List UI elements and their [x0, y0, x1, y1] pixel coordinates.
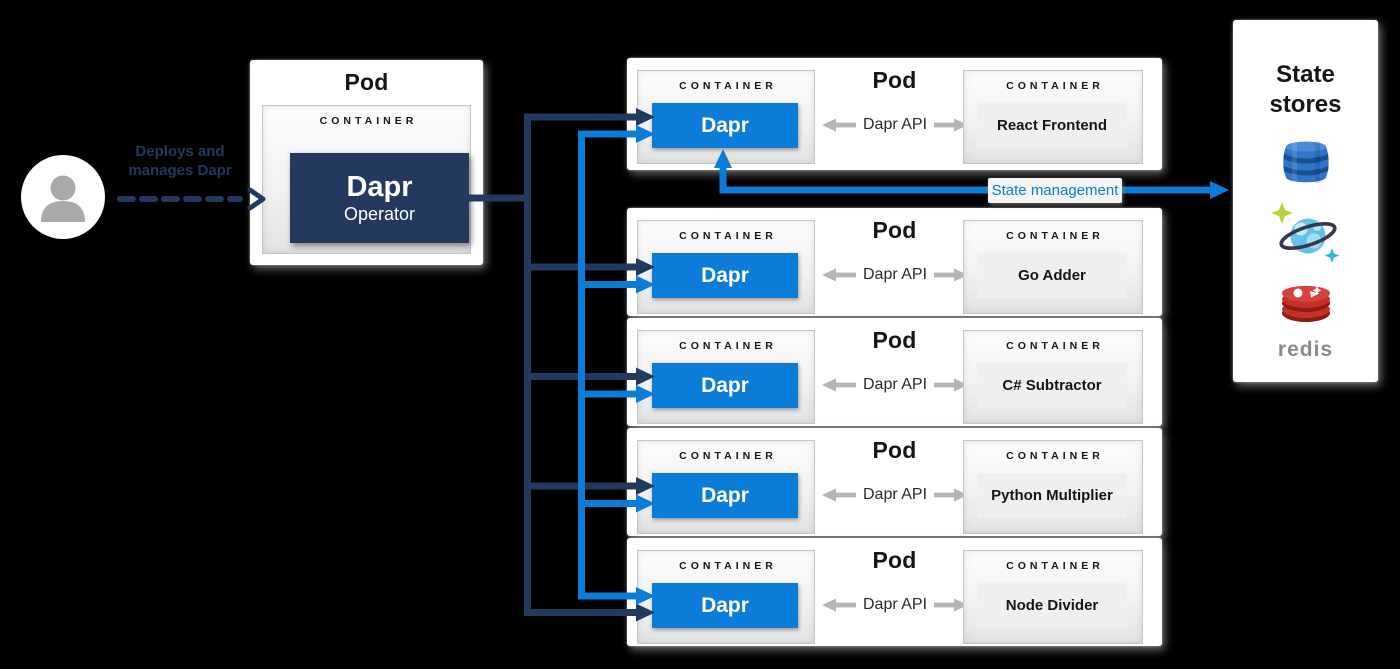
dapr-api-label: Dapr API: [862, 116, 928, 133]
operator-container-box: CONTAINER Dapr Operator: [262, 105, 471, 254]
actor-caption-line1: Deploys and: [135, 143, 225, 160]
app-box: Go Adder: [977, 253, 1127, 298]
pod-title: Pod: [872, 547, 917, 573]
app-box: C# Subtractor: [977, 363, 1127, 408]
dapr-api-right-arrow-icon: [934, 118, 969, 132]
container-label: CONTAINER: [1006, 560, 1104, 572]
dapr-container-box: CONTAINER Dapr: [637, 330, 815, 424]
operator-pod: Pod CONTAINER Dapr Operator: [250, 60, 483, 265]
dapr-sidecar-box: Dapr: [652, 583, 798, 628]
pod-csharp-subtractor: Pod CONTAINER Dapr Dapr API CONTAINER C#…: [627, 318, 1162, 426]
dapr-sidecar-box: Dapr: [652, 103, 798, 148]
dapr-container-box: CONTAINER Dapr: [637, 440, 815, 534]
dapr-api-label: Dapr API: [862, 596, 928, 613]
dapr-api-left-arrow-icon: [821, 598, 856, 612]
container-label: CONTAINER: [1006, 340, 1104, 352]
cosmosdb-icon: [1270, 202, 1339, 263]
pod-title: Pod: [872, 67, 917, 93]
dapr-api-label: Dapr API: [862, 266, 928, 283]
container-label: CONTAINER: [679, 450, 777, 462]
dapr-container-box: CONTAINER Dapr: [637, 70, 815, 164]
dapr-api-row: Dapr API: [817, 481, 973, 509]
pod-node-divider: Pod CONTAINER Dapr Dapr API CONTAINER No…: [627, 538, 1162, 646]
container-label: CONTAINER: [679, 340, 777, 352]
state-stores-panel: State stores: [1233, 20, 1378, 382]
dynamodb-icon: [1282, 141, 1329, 183]
container-label: CONTAINER: [1006, 450, 1104, 462]
dapr-api-right-arrow-icon: [934, 268, 969, 282]
redis-label: redis: [1277, 338, 1334, 361]
state-stores-title-line2: stores: [1269, 91, 1342, 118]
dapr-api-row: Dapr API: [817, 261, 973, 289]
pod-react-frontend: Pod CONTAINER Dapr Dapr API CONTAINER Re…: [627, 58, 1162, 170]
dapr-api-right-arrow-icon: [934, 488, 969, 502]
app-container-box: CONTAINER Node Divider: [963, 550, 1143, 644]
user-icon: [21, 155, 105, 239]
container-label: CONTAINER: [679, 80, 777, 92]
dapr-sidecar-box: Dapr: [652, 253, 798, 298]
dapr-api-left-arrow-icon: [821, 268, 856, 282]
pod-python-multiplier: Pod CONTAINER Dapr Dapr API CONTAINER Py…: [627, 428, 1162, 536]
dapr-sidecar-box: Dapr: [652, 473, 798, 518]
dapr-container-box: CONTAINER Dapr: [637, 550, 815, 644]
dapr-api-left-arrow-icon: [821, 488, 856, 502]
app-container-box: CONTAINER React Frontend: [963, 70, 1143, 164]
dapr-api-label: Dapr API: [862, 376, 928, 393]
app-container-box: CONTAINER C# Subtractor: [963, 330, 1143, 424]
dapr-sidecar-box: Dapr: [652, 363, 798, 408]
dapr-api-right-arrow-icon: [934, 598, 969, 612]
actor-caption: Deploys and manages Dapr: [113, 142, 247, 180]
pod-title: Pod: [872, 437, 917, 463]
state-stores-title-line1: State: [1276, 61, 1335, 88]
dapr-operator-subtitle: Operator: [343, 204, 416, 224]
app-container-box: CONTAINER Python Multiplier: [963, 440, 1143, 534]
dapr-operator-title: Dapr: [346, 171, 413, 203]
container-label: CONTAINER: [1006, 80, 1104, 92]
dapr-api-row: Dapr API: [817, 371, 973, 399]
redis-icon: [1281, 286, 1330, 322]
dapr-api-label: Dapr API: [862, 486, 928, 503]
dapr-api-row: Dapr API: [817, 111, 973, 139]
dapr-api-row: Dapr API: [817, 591, 973, 619]
state-management-label: State management: [988, 178, 1122, 203]
state-stores-title: State stores: [1233, 60, 1378, 120]
deploys-arrow: [117, 187, 266, 211]
pod-go-adder: Pod CONTAINER Dapr Dapr API CONTAINER Go…: [627, 208, 1162, 316]
container-label: CONTAINER: [1006, 230, 1104, 242]
dapr-container-box: CONTAINER Dapr: [637, 220, 815, 314]
container-label: CONTAINER: [679, 560, 777, 572]
dapr-api-left-arrow-icon: [821, 118, 856, 132]
pod-title: Pod: [872, 217, 917, 243]
pod-title: Pod: [872, 327, 917, 353]
container-label: CONTAINER: [319, 115, 418, 127]
dapr-api-left-arrow-icon: [821, 378, 856, 392]
operator-pod-title: Pod: [344, 69, 389, 95]
app-box: React Frontend: [977, 103, 1127, 148]
app-container-box: CONTAINER Go Adder: [963, 220, 1143, 314]
operator-to-sidecars-connector: [457, 108, 655, 622]
dapr-operator-box: Dapr Operator: [290, 153, 469, 243]
container-label: CONTAINER: [679, 230, 777, 242]
app-box: Node Divider: [977, 583, 1127, 628]
dapr-api-right-arrow-icon: [934, 378, 969, 392]
actor-caption-line2: manages Dapr: [128, 162, 232, 179]
app-box: Python Multiplier: [977, 473, 1127, 518]
